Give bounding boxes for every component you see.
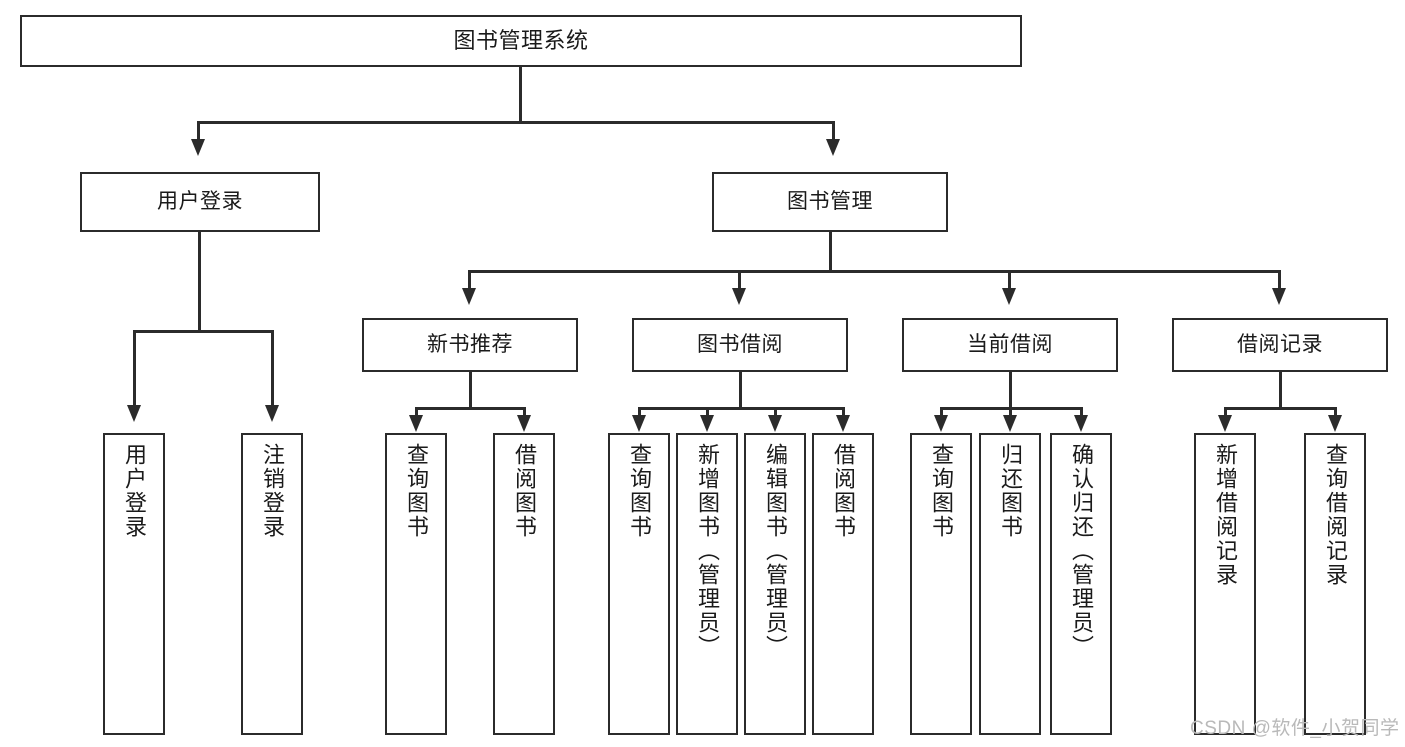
- csdn-watermark: CSDN @软件_小贺同学: [1190, 718, 1400, 739]
- leaf-query-borrow-record[interactable]: 查询借阅记录: [1304, 433, 1366, 735]
- edge-new-book-leg-2: [523, 407, 526, 419]
- node-user-login[interactable]: 用户登录: [80, 172, 320, 232]
- arrow-to-new-book-recommend: [462, 288, 476, 305]
- arrow-to-book-manage: [826, 139, 840, 156]
- node-label: 查询图书: [929, 443, 954, 539]
- node-borrow-record[interactable]: 借阅记录: [1172, 318, 1388, 372]
- arrow-to-leaf-borrow-book-bb: [836, 415, 850, 432]
- arrow-to-leaf-borrow-book-nb: [517, 415, 531, 432]
- arrow-to-leaf-return-book: [1003, 415, 1017, 432]
- node-label: 借阅记录: [1237, 332, 1323, 356]
- edge-book-manage-bus: [468, 270, 1280, 273]
- edge-user-login-stem: [198, 232, 201, 332]
- arrow-to-leaf-add-book: [700, 415, 714, 432]
- edge-book-borrow-leg-2: [706, 407, 709, 419]
- edge-book-manage-leg-4: [1278, 270, 1281, 292]
- node-label: 借阅图书: [831, 443, 856, 539]
- arrow-to-leaf-edit-book: [768, 415, 782, 432]
- node-label: 注销登录: [260, 443, 285, 539]
- edge-current-borrow-stem: [1009, 372, 1012, 410]
- edge-book-manage-leg-2: [738, 270, 741, 292]
- edge-book-borrow-leg-3: [774, 407, 777, 419]
- node-label: 确认归还（管理员）: [1069, 443, 1094, 659]
- edge-current-borrow-leg-2: [1009, 407, 1012, 419]
- edge-current-borrow-leg-3: [1080, 407, 1083, 419]
- node-label: 编辑图书（管理员）: [763, 443, 788, 659]
- node-label: 图书管理: [787, 189, 873, 213]
- node-label: 归还图书: [998, 443, 1023, 539]
- edge-new-book-stem: [469, 372, 472, 410]
- edge-user-login-leg-2: [271, 330, 274, 409]
- arrow-to-leaf-query-book-nb: [409, 415, 423, 432]
- edge-book-borrow-stem: [739, 372, 742, 410]
- leaf-logout[interactable]: 注销登录: [241, 433, 303, 735]
- node-label: 查询图书: [404, 443, 429, 539]
- arrow-to-current-borrow: [1002, 288, 1016, 305]
- edge-borrow-record-leg-2: [1334, 407, 1337, 419]
- edge-root-leg-left: [197, 121, 200, 143]
- leaf-add-book-admin[interactable]: 新增图书（管理员）: [676, 433, 738, 735]
- edge-borrow-record-leg-1: [1224, 407, 1227, 419]
- node-label: 用户登录: [122, 443, 147, 539]
- arrow-to-leaf-add-record: [1218, 415, 1232, 432]
- node-label: 当前借阅: [967, 332, 1053, 356]
- edge-root-stem: [519, 67, 522, 123]
- edge-borrow-record-bus: [1224, 407, 1336, 410]
- arrow-to-user-login: [191, 139, 205, 156]
- edge-book-borrow-leg-1: [638, 407, 641, 419]
- arrow-to-leaf-query-book-cb: [934, 415, 948, 432]
- arrow-to-leaf-query-record: [1328, 415, 1342, 432]
- edge-root-leg-right: [832, 121, 835, 143]
- node-label: 新增借阅记录: [1213, 443, 1238, 587]
- node-label: 查询图书: [627, 443, 652, 539]
- arrow-to-borrow-record: [1272, 288, 1286, 305]
- leaf-confirm-return-admin[interactable]: 确认归还（管理员）: [1050, 433, 1112, 735]
- node-label: 新增图书（管理员）: [695, 443, 720, 659]
- node-current-borrow[interactable]: 当前借阅: [902, 318, 1118, 372]
- node-label: 用户登录: [157, 189, 243, 213]
- edge-current-borrow-leg-1: [940, 407, 943, 419]
- node-book-borrow[interactable]: 图书借阅: [632, 318, 848, 372]
- edge-borrow-record-stem: [1279, 372, 1282, 410]
- edge-new-book-bus: [415, 407, 525, 410]
- edge-root-bus: [197, 121, 835, 124]
- node-label: 借阅图书: [512, 443, 537, 539]
- arrow-to-leaf-confirm-return: [1074, 415, 1088, 432]
- node-label: 查询借阅记录: [1323, 443, 1348, 587]
- edge-book-borrow-bus: [638, 407, 844, 410]
- leaf-edit-book-admin[interactable]: 编辑图书（管理员）: [744, 433, 806, 735]
- arrow-to-book-borrow: [732, 288, 746, 305]
- node-book-manage[interactable]: 图书管理: [712, 172, 948, 232]
- leaf-borrow-book-recommend[interactable]: 借阅图书: [493, 433, 555, 735]
- node-label: 图书借阅: [697, 332, 783, 356]
- leaf-add-borrow-record[interactable]: 新增借阅记录: [1194, 433, 1256, 735]
- edge-book-manage-leg-3: [1008, 270, 1011, 292]
- edge-new-book-leg-1: [415, 407, 418, 419]
- leaf-borrow-book[interactable]: 借阅图书: [812, 433, 874, 735]
- arrow-to-leaf-query-book-bb: [632, 415, 646, 432]
- arrow-to-leaf-logout: [265, 405, 279, 422]
- node-new-book-recommend[interactable]: 新书推荐: [362, 318, 578, 372]
- node-root-system[interactable]: 图书管理系统: [20, 15, 1022, 67]
- edge-user-login-leg-1: [133, 330, 136, 409]
- node-label: 图书管理系统: [453, 28, 589, 54]
- leaf-query-book-current[interactable]: 查询图书: [910, 433, 972, 735]
- leaf-user-login[interactable]: 用户登录: [103, 433, 165, 735]
- edge-book-manage-stem: [829, 232, 832, 272]
- node-label: 新书推荐: [427, 332, 513, 356]
- leaf-query-book-recommend[interactable]: 查询图书: [385, 433, 447, 735]
- leaf-query-book-borrow[interactable]: 查询图书: [608, 433, 670, 735]
- leaf-return-book[interactable]: 归还图书: [979, 433, 1041, 735]
- edge-book-borrow-leg-4: [842, 407, 845, 419]
- edge-book-manage-leg-1: [468, 270, 471, 292]
- edge-user-login-bus: [133, 330, 273, 333]
- arrow-to-leaf-user-login: [127, 405, 141, 422]
